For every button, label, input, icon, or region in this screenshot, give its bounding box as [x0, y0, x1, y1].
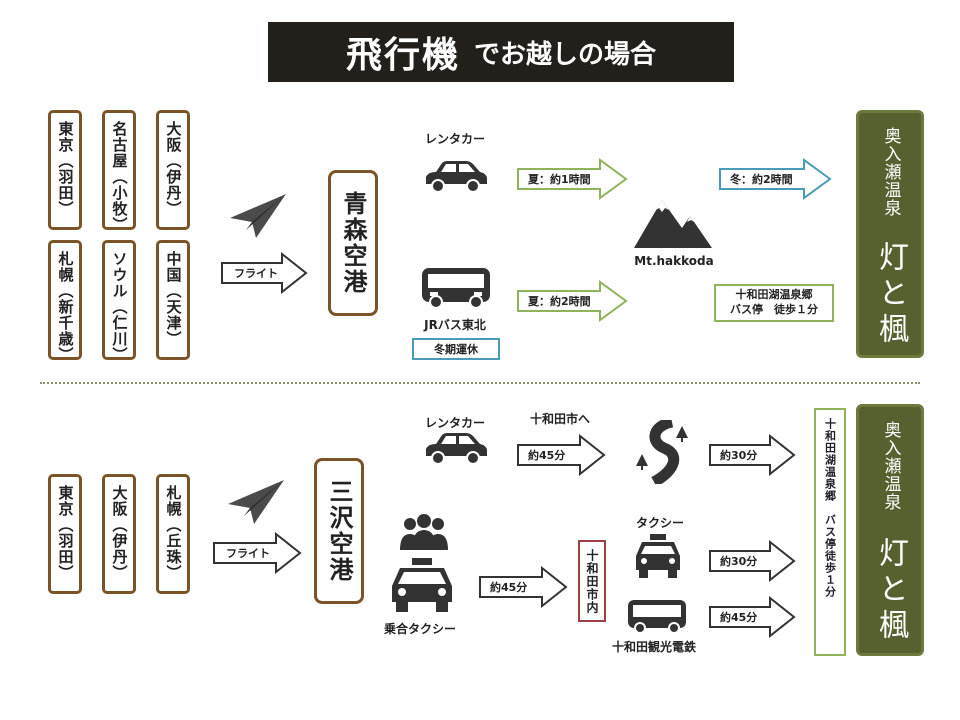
towada-kanko-rail-label: 十和田観光電鉄: [611, 640, 696, 654]
rental-summer-time: 夏：約1時間: [528, 173, 591, 186]
car-icon-misawa: [420, 432, 490, 472]
shared-time: 約45分: [490, 581, 528, 594]
winding-road-icon: [632, 416, 696, 488]
misawa-airport-box: 三沢空港: [314, 458, 364, 604]
rental-car-label: レンタカー: [424, 132, 485, 146]
city-sapporo-okadama: 札幌（丘珠）: [156, 474, 190, 594]
flight-arrow: フライト: [220, 252, 308, 294]
bus-stop-note: 十和田湖温泉郷 バス停 徒歩１分: [714, 284, 834, 322]
winter-time: 冬：約2時間: [730, 173, 793, 186]
city-nagoya: 名古屋（小牧）: [102, 110, 136, 233]
flight-label-misawa: フライト: [226, 547, 270, 560]
dest-name-label-misawa: 灯と楓: [873, 537, 908, 645]
winter-arrow: 冬：約2時間: [718, 158, 832, 200]
rental-summer-arrow: 夏：約1時間: [516, 158, 628, 200]
car-icon: [420, 160, 490, 200]
towada-city-center-box: 十和田市内: [578, 540, 606, 622]
rental-time-arrow-misawa: 約45分: [516, 434, 606, 476]
taxi-time: 約30分: [720, 555, 758, 568]
city-seoul: ソウル（仁川）: [102, 240, 136, 363]
taxi-icon: [632, 532, 684, 584]
city-sapporo-shinchitose: 札幌（新千歳）: [48, 240, 82, 363]
paper-plane-icon: [228, 192, 288, 244]
city-tokyo-haneda: 東京（羽田）: [48, 110, 82, 230]
taxi-label: タクシー: [635, 516, 684, 530]
mt-hakkoda-label: Mt.hakkoda: [634, 254, 714, 268]
destination-box-aomori: 奥入瀬温泉 灯と楓: [856, 110, 924, 358]
rental-time-misawa: 約45分: [528, 449, 566, 462]
shared-taxi-label: 乗合タクシー: [383, 622, 456, 636]
destination-box-misawa: 奥入瀬温泉 灯と楓: [856, 404, 924, 656]
city-tokyo-haneda-misawa: 東京（羽田）: [48, 474, 82, 594]
title-main: 飛行機: [345, 35, 460, 76]
rental-car-label-misawa: レンタカー: [424, 416, 485, 430]
flight-label: フライト: [234, 267, 278, 280]
mountain-icon: [632, 196, 714, 254]
bus-summer-time: 夏：約2時間: [528, 295, 591, 308]
rail-time-arrow: 約45分: [708, 596, 796, 638]
city-osaka-misawa: 大阪（伊丹）: [102, 474, 136, 594]
city-tianjin: 中国（天津）: [156, 240, 190, 360]
dest-name-label: 灯と楓: [873, 241, 908, 349]
bus-icon: [420, 266, 492, 316]
rail-time: 約45分: [720, 611, 758, 624]
people-icon: [396, 512, 452, 556]
road-time: 約30分: [720, 449, 758, 462]
taxi-icon-large: [386, 556, 458, 618]
misawa-airport-label: 三沢空港: [325, 479, 353, 583]
city-osaka: 大阪（伊丹）: [156, 110, 190, 230]
aomori-airport-box: 青森空港: [328, 170, 378, 316]
winter-suspended-note: 冬期運休: [412, 338, 500, 360]
bus-icon-misawa: [626, 598, 688, 640]
bus-stop-note-misawa: 十和田湖温泉郷 バス停徒歩１分: [814, 408, 846, 656]
towada-city-center-label: 十和田市内: [585, 548, 599, 614]
road-time-arrow: 約30分: [708, 434, 796, 476]
jr-bus-label: JRバス東北: [424, 318, 486, 332]
shared-time-arrow: 約45分: [478, 566, 568, 608]
dest-area-label-misawa: 奥入瀬温泉: [880, 421, 901, 511]
to-towada-label: 十和田市へ: [529, 412, 590, 426]
title-sub: でお越しの場合: [474, 39, 657, 70]
dest-area-label: 奥入瀬温泉: [880, 127, 901, 217]
flight-arrow-misawa: フライト: [212, 532, 302, 574]
section-divider: [40, 382, 920, 384]
paper-plane-icon-2: [226, 478, 286, 530]
aomori-airport-label: 青森空港: [339, 191, 367, 295]
taxi-time-arrow: 約30分: [708, 540, 796, 582]
bus-summer-arrow: 夏：約2時間: [516, 280, 628, 322]
title-banner: 飛行機 でお越しの場合: [268, 22, 734, 82]
